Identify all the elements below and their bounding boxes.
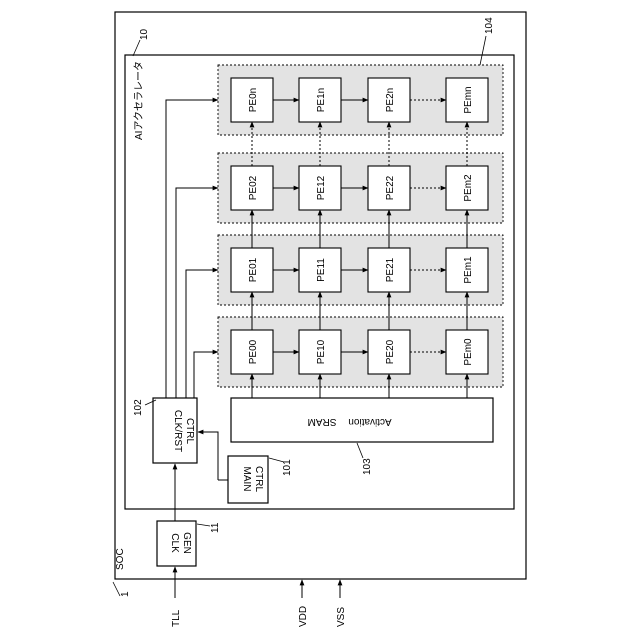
- clk-rst-line1: CLK/RST: [172, 410, 183, 452]
- pe-label: PE22: [385, 175, 396, 200]
- pe-label: PE01: [248, 257, 259, 282]
- clk-rst-line2: CTRL: [184, 418, 195, 445]
- clk-gen-line2: GEN: [181, 532, 192, 554]
- mainctrl-to-clkrst-arrow: [198, 432, 218, 480]
- pe-label: PE2n: [385, 88, 396, 112]
- pe-box: PE12: [299, 166, 341, 210]
- pe-label: PE20: [385, 339, 396, 364]
- pe-box: PE21: [368, 248, 410, 292]
- pe-label: PE0n: [248, 88, 259, 112]
- pe-box: PE01: [231, 248, 273, 292]
- pe-box: PE00: [231, 330, 273, 374]
- pe-label: PE1n: [316, 88, 327, 112]
- sram-line1: Activation: [348, 416, 391, 427]
- clk-gen-ref-leader: [197, 524, 210, 526]
- pe-box: PE11: [299, 248, 341, 292]
- main-ctrl-line1: MAIN: [241, 467, 252, 492]
- clk-gen-line1: CLK: [169, 533, 180, 553]
- clkrst-to-row1-arrow: [186, 270, 218, 398]
- pe-box: PEm1: [446, 248, 488, 292]
- pe-array-ref: 104: [484, 17, 495, 34]
- tll-label: TLL: [171, 609, 182, 627]
- main-ctrl-line2: CTRL: [253, 466, 264, 493]
- pe-label: PE00: [248, 339, 259, 364]
- pe-label: PE02: [248, 175, 259, 200]
- clk-gen-ref: 11: [210, 522, 221, 533]
- pe-label: PEmn: [463, 86, 474, 113]
- clkrst-to-row0-arrow: [194, 352, 218, 398]
- accelerator-ref: 10: [139, 28, 150, 40]
- pe-array-ref-leader: [480, 36, 486, 65]
- pe-box: PE10: [299, 330, 341, 374]
- soc-ref: 1: [120, 591, 131, 597]
- pe-box: PEm2: [446, 166, 488, 210]
- clk-rst-ref: 102: [133, 399, 144, 416]
- vdd-label: VDD: [298, 606, 309, 627]
- sram-ref: 103: [362, 458, 373, 475]
- pe-box: PE02: [231, 166, 273, 210]
- clkrst-to-row3-arrow: [166, 100, 218, 398]
- pe-label: PE11: [316, 258, 327, 282]
- vss-label: VSS: [336, 607, 347, 627]
- pe-box: PE20: [368, 330, 410, 374]
- pe-box: PE2n: [368, 78, 410, 122]
- pe-box: PEm0: [446, 330, 488, 374]
- accelerator-ref-leader: [133, 40, 140, 56]
- pe-label: PE21: [385, 257, 396, 282]
- soc-ref-leader: [113, 582, 120, 596]
- main-ctrl-ref: 101: [282, 459, 293, 476]
- pe-label: PE10: [316, 339, 327, 364]
- pe-label: PEm2: [463, 174, 474, 202]
- pe-label: PE12: [316, 175, 327, 200]
- clkrst-to-row2-arrow: [176, 188, 218, 398]
- pe-box: PEmn: [446, 78, 488, 122]
- soc-label: SOC: [115, 548, 126, 570]
- pe-box: PE1n: [299, 78, 341, 122]
- pe-label: PEm1: [463, 256, 474, 284]
- pe-box: PE22: [368, 166, 410, 210]
- pe-label: PEm0: [463, 338, 474, 366]
- sram-line2: SRAM: [308, 416, 337, 427]
- accelerator-label: AIアクセラレータ: [133, 61, 145, 140]
- pe-box: PE0n: [231, 78, 273, 122]
- sram-ref-leader: [357, 443, 363, 458]
